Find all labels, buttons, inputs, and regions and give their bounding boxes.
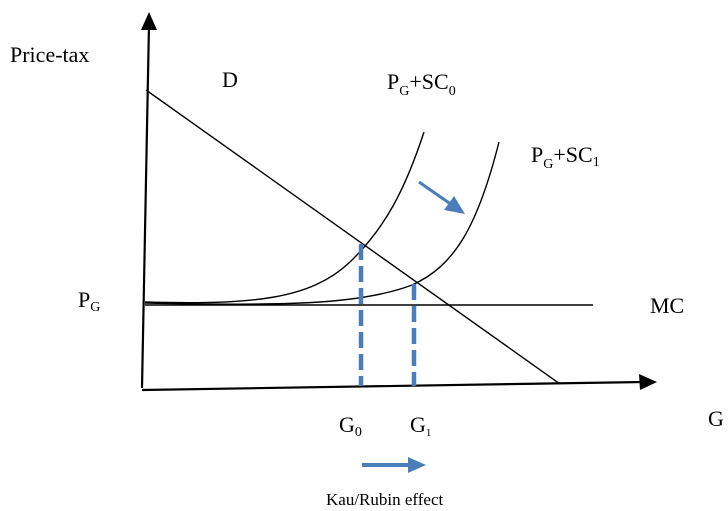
g0-label: G0 [339, 412, 362, 440]
supply0-sub: G [399, 84, 409, 99]
shift-arrow-shaft [418, 180, 453, 207]
price-sub: G [90, 300, 100, 315]
shift-arrow-head [444, 196, 465, 214]
g1-label: G1 [410, 412, 431, 439]
y-axis-label: Price-tax [10, 42, 89, 67]
effect-arrow-head [408, 457, 426, 473]
g1-main: G [410, 412, 426, 437]
supply1-main: P [531, 142, 543, 167]
x-axis-label: G [708, 406, 724, 431]
supply0-rest: +SC [409, 69, 448, 94]
supply0-main: P [387, 69, 399, 94]
supply1-label: PG+SC1 [531, 142, 600, 172]
effect-label: Kau/Rubin effect [326, 490, 444, 509]
price-main: P [78, 287, 90, 312]
y-axis-arrowhead [141, 12, 157, 30]
g0-sub: 0 [355, 425, 362, 440]
price-label: PG [78, 287, 100, 315]
supply1-sub: G [543, 157, 553, 172]
x-axis-arrowhead [639, 374, 657, 390]
supply0-label: PG+SC0 [387, 69, 456, 99]
g0-main: G [339, 412, 355, 437]
supply1-rest-sub: 1 [593, 155, 600, 170]
y-axis [140, 23, 151, 389]
x-axis [141, 380, 643, 392]
mc-label: MC [650, 293, 684, 318]
supply-curve-1 [144, 141, 500, 305]
supply1-rest: +SC [553, 142, 592, 167]
supply0-rest-sub: 0 [449, 84, 456, 99]
demand-label: D [222, 67, 238, 92]
g1-sub: 1 [426, 427, 432, 439]
supply-curve-0 [144, 131, 425, 304]
demand-curve [145, 89, 561, 385]
